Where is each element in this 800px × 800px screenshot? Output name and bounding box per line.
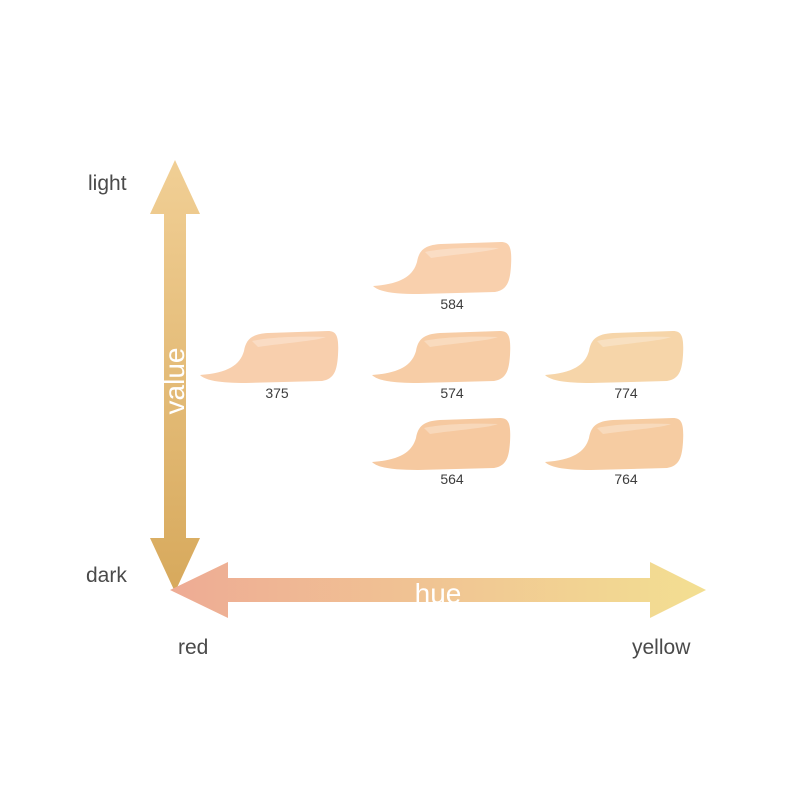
hue-axis-title: hue xyxy=(415,578,462,609)
hue-axis-arrow xyxy=(170,562,706,618)
swatch-smear xyxy=(200,331,339,383)
swatch-highlight xyxy=(597,336,671,347)
swatch-smear xyxy=(372,331,511,383)
value-axis-arrow xyxy=(150,160,200,592)
shade-code-564: 564 xyxy=(440,471,464,487)
light-label: light xyxy=(88,172,127,195)
shade-code-584: 584 xyxy=(440,296,464,312)
shade-code-574: 574 xyxy=(440,385,464,401)
yellow-label: yellow xyxy=(632,636,691,659)
swatch-smear xyxy=(545,331,684,383)
swatch-564 xyxy=(372,418,511,470)
swatch-smear xyxy=(545,418,684,470)
swatch-highlight xyxy=(597,423,671,434)
swatch-375 xyxy=(200,331,339,383)
swatch-774 xyxy=(545,331,684,383)
swatch-highlight xyxy=(252,336,326,347)
swatch-584 xyxy=(373,242,512,294)
swatch-highlight xyxy=(424,336,498,347)
shade-code-774: 774 xyxy=(614,385,638,401)
swatch-smear xyxy=(372,418,511,470)
swatch-764 xyxy=(545,418,684,470)
shade-code-375: 375 xyxy=(265,385,289,401)
swatch-highlight xyxy=(425,247,499,258)
swatch-smear xyxy=(373,242,512,294)
shade-code-764: 764 xyxy=(614,471,638,487)
value-axis-title: value xyxy=(159,348,190,415)
dark-label: dark xyxy=(86,564,127,587)
swatch-group xyxy=(200,242,684,470)
swatch-574 xyxy=(372,331,511,383)
red-label: red xyxy=(178,636,209,659)
swatch-highlight xyxy=(424,423,498,434)
